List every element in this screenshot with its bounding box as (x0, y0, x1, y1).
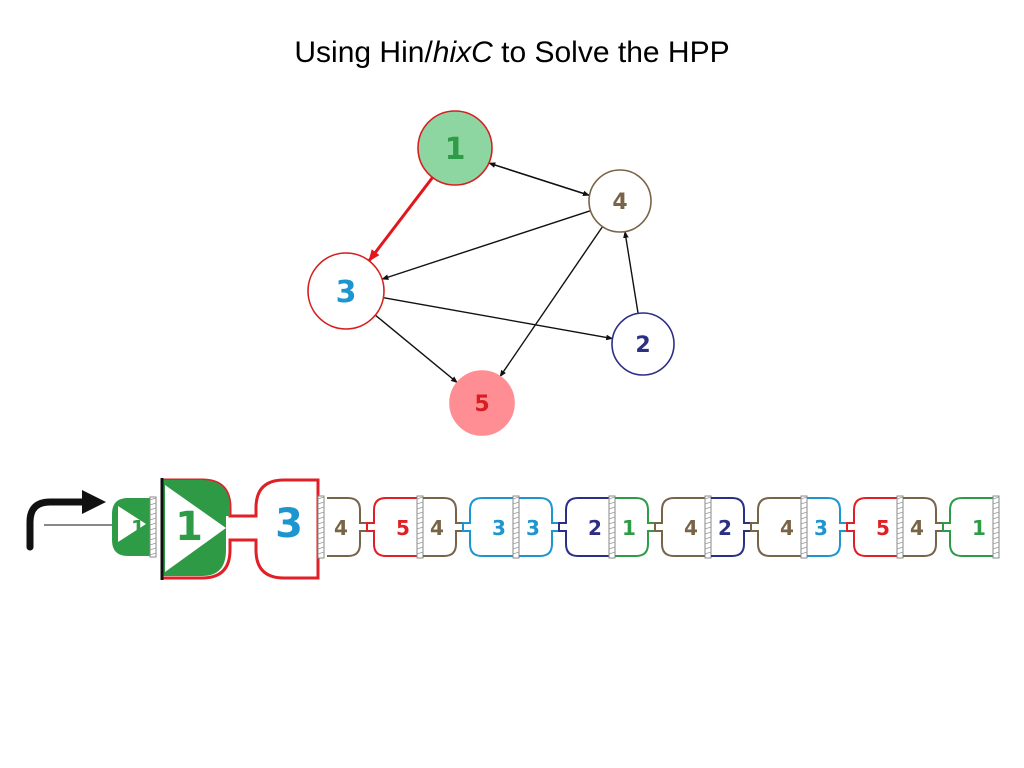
directed-graph: 1 4 3 2 5 (307, 110, 675, 436)
construct-segment (519, 497, 609, 557)
segment-label-right: 2 (588, 516, 602, 540)
big-pair-left-label: 1 (175, 504, 203, 550)
graph-node-2: 2 (611, 312, 675, 376)
construct-segment (327, 497, 417, 557)
graph-node-label: 1 (445, 132, 466, 167)
edge-4-5 (499, 226, 604, 378)
start-segment-label: 1 (131, 516, 145, 540)
edge-4-1 (488, 162, 590, 196)
segment-label-right: 5 (876, 516, 890, 540)
construct-segment (615, 497, 705, 557)
segment-label-right: 1 (972, 516, 986, 540)
segment-label-right: 5 (396, 516, 410, 540)
graph-node-label: 2 (635, 333, 650, 358)
hix-site (896, 495, 904, 559)
hix-site (317, 495, 325, 559)
segment-label-left: 4 (430, 516, 444, 540)
construct-segment (711, 497, 801, 557)
graph-node-label: 5 (474, 392, 489, 417)
slide-title: Using Hin/hixC to Solve the HPP (294, 36, 730, 69)
edge-3-2 (383, 296, 614, 341)
graph-node-4: 4 (588, 169, 652, 233)
segment-label-left: 2 (718, 516, 732, 540)
edge-4-3 (381, 210, 591, 280)
edge-3-5 (374, 314, 458, 384)
edge-1-3 (367, 176, 434, 262)
edge-2-4 (623, 230, 639, 314)
big-pair-right-label: 3 (275, 501, 303, 547)
segment-label-left: 4 (910, 516, 924, 540)
graph-node-label: 4 (612, 190, 627, 215)
graph-node-5: 5 (449, 370, 515, 436)
graph-node-3: 3 (307, 252, 385, 330)
hix-site (149, 496, 157, 558)
construct-big-pair (160, 478, 320, 580)
segment-label-left: 4 (334, 516, 348, 540)
segment-label-left: 3 (814, 516, 828, 540)
segment-label-right: 4 (780, 516, 794, 540)
graph-node-label: 3 (336, 275, 357, 310)
hix-site (704, 495, 712, 559)
hix-site (800, 495, 808, 559)
segment-label-right: 4 (684, 516, 698, 540)
construct-segment (423, 497, 513, 557)
hix-site (416, 495, 424, 559)
hix-site (992, 495, 1000, 559)
hix-site (608, 495, 616, 559)
construct-segment (903, 497, 993, 557)
segment-label-left: 1 (622, 516, 636, 540)
graph-node-1: 1 (417, 110, 493, 186)
construct-segment (807, 497, 897, 557)
hix-site (512, 495, 520, 559)
segment-label-right: 3 (492, 516, 506, 540)
segment-label-left: 3 (526, 516, 540, 540)
promoter-arrow-icon (26, 490, 112, 551)
construct-start-segment (112, 498, 150, 556)
